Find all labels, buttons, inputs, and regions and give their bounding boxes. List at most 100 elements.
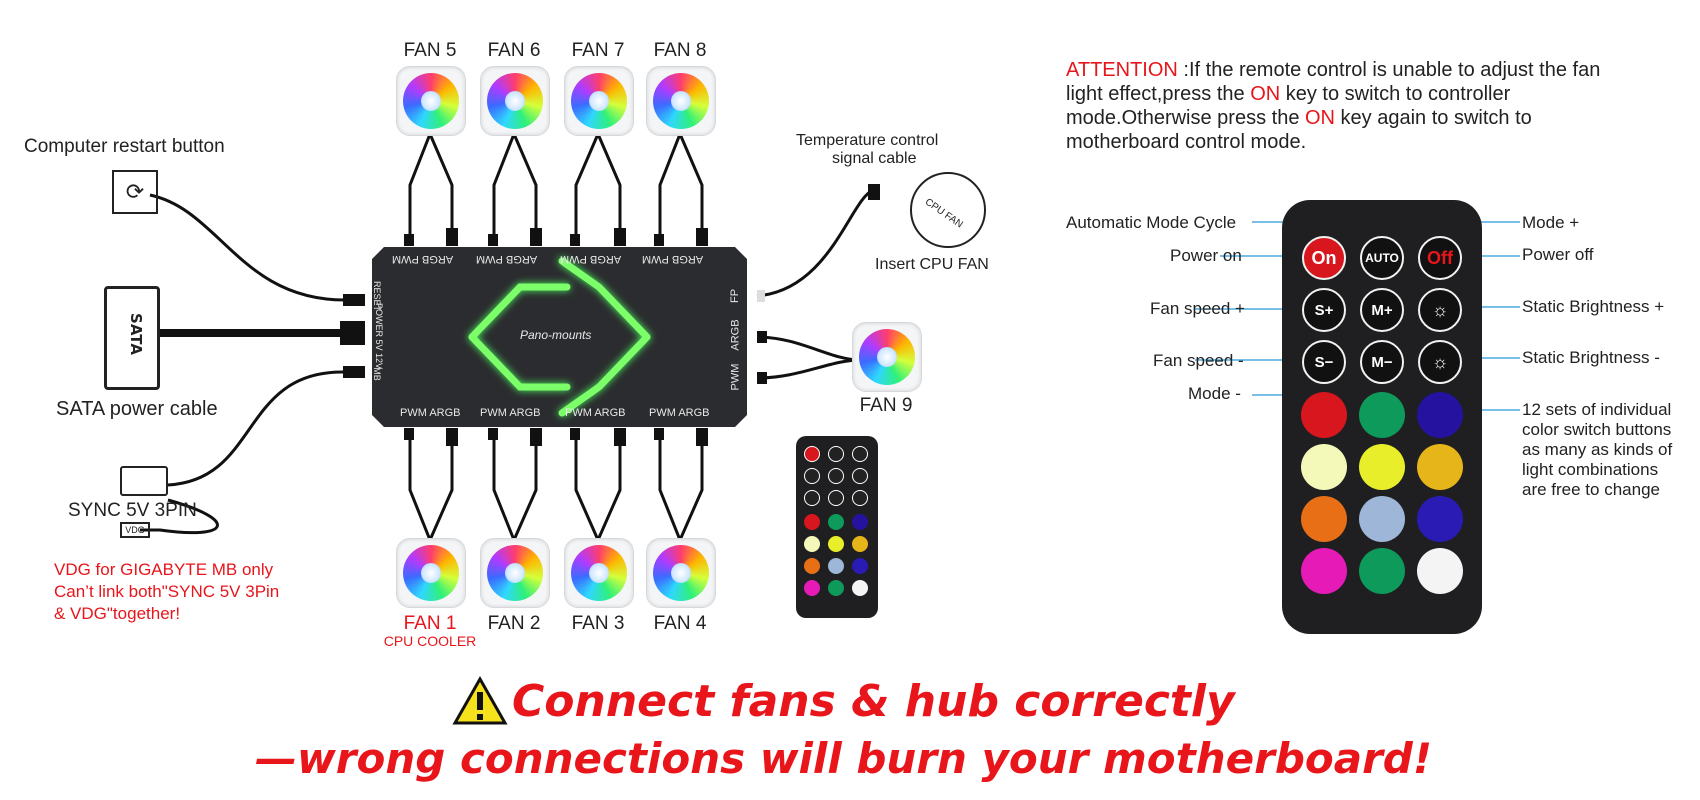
fan-3-label: FAN 3	[571, 613, 625, 634]
small-color-2	[828, 514, 844, 530]
vdg-note-line2: Can’t link both"SYNC 5V 3Pin	[54, 582, 280, 601]
fan-9-label: FAN 9	[859, 395, 913, 416]
hub-light-pattern	[372, 247, 747, 427]
warning-line2: —wrong connections will burn your mother…	[255, 734, 1433, 783]
small-on-button	[804, 446, 820, 462]
fan-4-label: FAN 4	[653, 613, 707, 634]
sata-cable-label: SATA power cable	[56, 398, 218, 420]
insert-cpu-fan-label: Insert CPU FAN	[875, 256, 989, 273]
temp-cable-label-line2: signal cable	[832, 150, 917, 167]
remote-m-plus-button[interactable]: M+	[1360, 288, 1404, 332]
attention-text-3: key again to switch to motherboard contr…	[1066, 107, 1532, 153]
small-bright-minus	[852, 490, 868, 506]
vdg-plug-icon: VDG	[120, 522, 150, 538]
fan-6	[480, 66, 550, 136]
color-button-5[interactable]	[1359, 444, 1405, 490]
callout-color-line5: are free to change	[1522, 480, 1660, 499]
fan-6-label: FAN 6	[487, 40, 541, 61]
callout-auto-cycle: Automatic Mode Cycle	[1066, 213, 1237, 232]
fan-8-label: FAN 8	[653, 40, 707, 61]
small-color-6	[852, 536, 868, 552]
callout-fan-speed-minus: Fan speed -	[1153, 351, 1244, 370]
vdg-note-line3: & VDG"together!	[54, 604, 181, 623]
fan-1-label: FAN 1	[403, 613, 457, 634]
color-button-12[interactable]	[1417, 548, 1463, 594]
callout-color-line2: color switch buttons	[1522, 420, 1672, 439]
small-color-3	[852, 514, 868, 530]
attention-on-2: ON	[1305, 107, 1335, 129]
color-button-1[interactable]	[1301, 392, 1347, 438]
remote-on-button[interactable]: On	[1302, 236, 1346, 280]
color-button-4[interactable]	[1301, 444, 1347, 490]
hub-port-bottom-1: PWM ARGB	[400, 407, 461, 419]
s-minus-label: S−	[1314, 353, 1334, 371]
small-color-9	[852, 558, 868, 574]
sata-connector-icon: SATA	[104, 286, 160, 390]
fan-7	[564, 66, 634, 136]
remote-s-plus-button[interactable]: S+	[1302, 288, 1346, 332]
small-color-12	[852, 580, 868, 596]
vdg-plug-label: VDG	[125, 525, 145, 535]
hub-port-bottom-3: PWM ARGB	[565, 407, 626, 419]
warning-icon	[452, 676, 508, 725]
small-color-7	[804, 558, 820, 574]
small-off-button	[852, 446, 868, 462]
attention-on-1: ON	[1250, 83, 1281, 105]
small-auto-button	[828, 446, 844, 462]
fan-4	[646, 538, 716, 608]
small-color-10	[804, 580, 820, 596]
fan-9	[852, 322, 922, 392]
remote-off-button[interactable]: Off	[1418, 236, 1462, 280]
remote-control-small	[796, 436, 878, 618]
on-button-label: On	[1311, 247, 1337, 268]
color-button-7[interactable]	[1301, 496, 1347, 542]
callout-fan-speed-plus: Fan speed +	[1150, 299, 1245, 318]
color-button-6[interactable]	[1417, 444, 1463, 490]
remote-m-minus-button[interactable]: M−	[1360, 340, 1404, 384]
color-button-8[interactable]	[1359, 496, 1405, 542]
fan-7-label: FAN 7	[571, 40, 625, 61]
color-button-2[interactable]	[1359, 392, 1405, 438]
remote-auto-button[interactable]: AUTO	[1360, 236, 1404, 280]
color-button-10[interactable]	[1301, 548, 1347, 594]
color-button-9[interactable]	[1417, 496, 1463, 542]
small-color-11	[828, 580, 844, 596]
small-bright-plus	[852, 468, 868, 484]
color-button-11[interactable]	[1359, 548, 1405, 594]
callout-power-off: Power off	[1522, 245, 1594, 264]
small-color-4	[804, 536, 820, 552]
attention-keyword: ATTENTION	[1066, 59, 1178, 81]
fan-5	[396, 66, 466, 136]
hub-port-bottom-4: PWM ARGB	[649, 407, 710, 419]
small-s-minus	[804, 490, 820, 506]
small-color-5	[828, 536, 844, 552]
restart-button-label: Computer restart button	[24, 136, 225, 157]
fan-8	[646, 66, 716, 136]
color-button-3[interactable]	[1417, 392, 1463, 438]
fan-5-label: FAN 5	[403, 40, 457, 61]
m-plus-label: M+	[1371, 301, 1393, 319]
restart-button-icon: ⟳	[112, 170, 158, 214]
brightness-down-icon: ☼	[1431, 351, 1449, 372]
temp-cable-label-line1: Temperature control	[796, 132, 939, 149]
remote-brightness-minus-button[interactable]: ☼	[1418, 340, 1462, 384]
callout-color-line1: 12 sets of individual	[1522, 400, 1672, 419]
callout-static-minus: Static Brightness -	[1522, 348, 1660, 367]
m-minus-label: M−	[1371, 353, 1393, 371]
small-m-plus	[828, 468, 844, 484]
remote-s-minus-button[interactable]: S−	[1302, 340, 1346, 384]
callout-mode-plus: Mode +	[1522, 213, 1580, 232]
remote-control: On AUTO Off S+ M+ ☼ S− M− ☼	[1282, 200, 1482, 634]
fan-1	[396, 538, 466, 608]
sync-label: SYNC 5V 3PIN	[68, 500, 197, 521]
fan-2	[480, 538, 550, 608]
cpu-fan-plug-icon: CPU FAN	[910, 172, 986, 248]
brightness-up-icon: ☼	[1431, 299, 1449, 320]
remote-brightness-plus-button[interactable]: ☼	[1418, 288, 1462, 332]
callout-color-line3: as many as kinds of	[1522, 440, 1673, 459]
hub-brand: Pano-mounts	[520, 328, 592, 342]
small-color-8	[828, 558, 844, 574]
callout-power-on: Power on	[1170, 246, 1242, 265]
small-m-minus	[828, 490, 844, 506]
